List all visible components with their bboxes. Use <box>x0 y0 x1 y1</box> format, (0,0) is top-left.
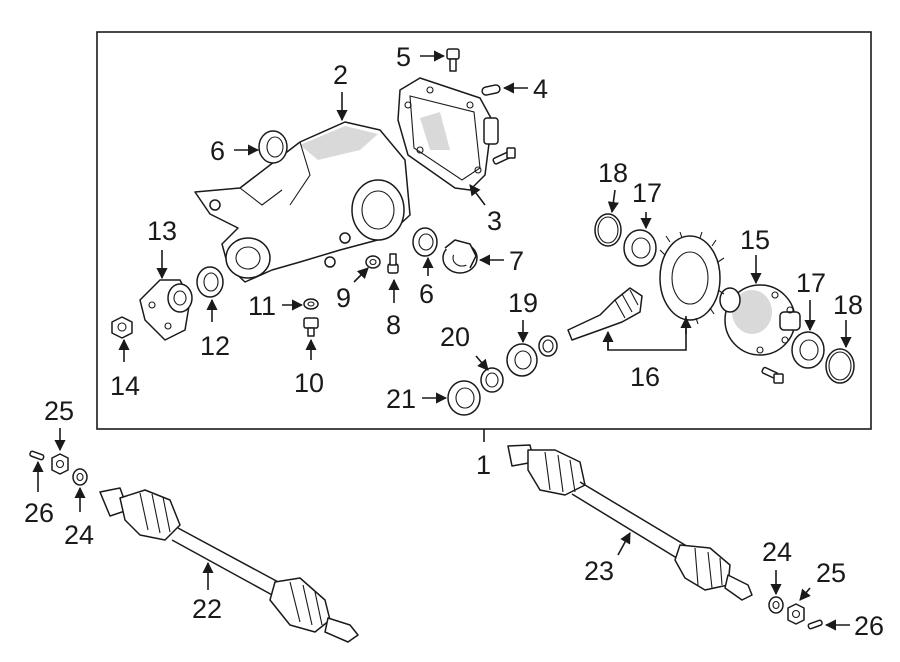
leader-lines <box>32 50 852 631</box>
callout-7: 7 <box>509 246 524 276</box>
callout-13: 13 <box>147 216 177 246</box>
callout-21: 21 <box>386 384 416 414</box>
hub-washer-left <box>72 468 88 486</box>
dowel-pin <box>481 84 501 96</box>
callout-17b: 17 <box>796 268 826 298</box>
drain-bolt <box>387 253 399 274</box>
axle-shaft-left <box>99 487 359 643</box>
ring-and-pinion <box>567 231 725 341</box>
callout-18: 18 <box>598 158 628 188</box>
rear-cover <box>397 77 499 191</box>
callout-18b: 18 <box>833 290 863 320</box>
fill-plug <box>303 317 319 337</box>
callout-19: 19 <box>508 288 538 318</box>
callout-25: 25 <box>44 396 74 426</box>
callout-1: 1 <box>476 450 491 480</box>
bearing-17-right <box>791 331 825 369</box>
vent-bolt <box>446 48 460 72</box>
callout-15: 15 <box>740 225 770 255</box>
hub-nut-left <box>51 453 69 475</box>
callout-17: 17 <box>632 178 662 208</box>
callout-20: 20 <box>440 322 470 352</box>
callout-6b: 6 <box>419 279 434 309</box>
callout-3: 3 <box>487 206 502 236</box>
cotter-pin-right <box>807 619 823 630</box>
callout-5: 5 <box>396 42 411 72</box>
washer-11 <box>303 298 319 310</box>
callout-24b: 24 <box>762 537 792 567</box>
washer-9 <box>365 255 381 269</box>
shim-18-left <box>594 213 622 247</box>
pinion-nut <box>111 316 133 339</box>
callout-labels: 1 2 3 4 5 6 6 7 8 9 10 11 12 13 14 15 16… <box>24 42 884 641</box>
callout-25b: 25 <box>816 558 846 588</box>
hub-nut-right <box>787 603 805 625</box>
callout-8: 8 <box>386 310 401 340</box>
callout-22: 22 <box>192 594 222 624</box>
axle-seal-upper <box>258 130 288 164</box>
spacer-ring <box>538 335 558 357</box>
pinion-bearing <box>506 343 538 377</box>
hub-washer-right <box>768 596 784 614</box>
companion-flange <box>139 279 193 341</box>
callout-6: 6 <box>210 136 225 166</box>
case-bolt <box>761 366 784 384</box>
differential-case <box>719 284 801 356</box>
bearing-17-left <box>623 229 657 267</box>
cotter-pin-left <box>29 450 45 461</box>
callout-23: 23 <box>584 556 614 586</box>
cover-bolt <box>492 147 516 165</box>
callout-24: 24 <box>64 520 94 550</box>
carrier-housing <box>194 121 411 283</box>
collapsible-spacer <box>480 367 504 393</box>
sleeve <box>442 239 478 274</box>
callout-16: 16 <box>630 362 660 392</box>
shim-18-right <box>825 348 855 384</box>
callout-10: 10 <box>294 368 324 398</box>
axle-seal-lower <box>412 227 438 257</box>
pinion-seal <box>196 266 224 298</box>
axle-shaft-right <box>507 444 753 601</box>
callout-14: 14 <box>110 371 140 401</box>
callout-11: 11 <box>248 291 276 321</box>
callout-26b: 26 <box>854 611 884 641</box>
callout-4: 4 <box>533 74 548 104</box>
callout-2: 2 <box>333 60 348 90</box>
callout-26: 26 <box>24 498 54 528</box>
callout-12: 12 <box>200 331 230 361</box>
front-pinion-bearing <box>447 380 481 416</box>
callout-9: 9 <box>336 283 351 313</box>
